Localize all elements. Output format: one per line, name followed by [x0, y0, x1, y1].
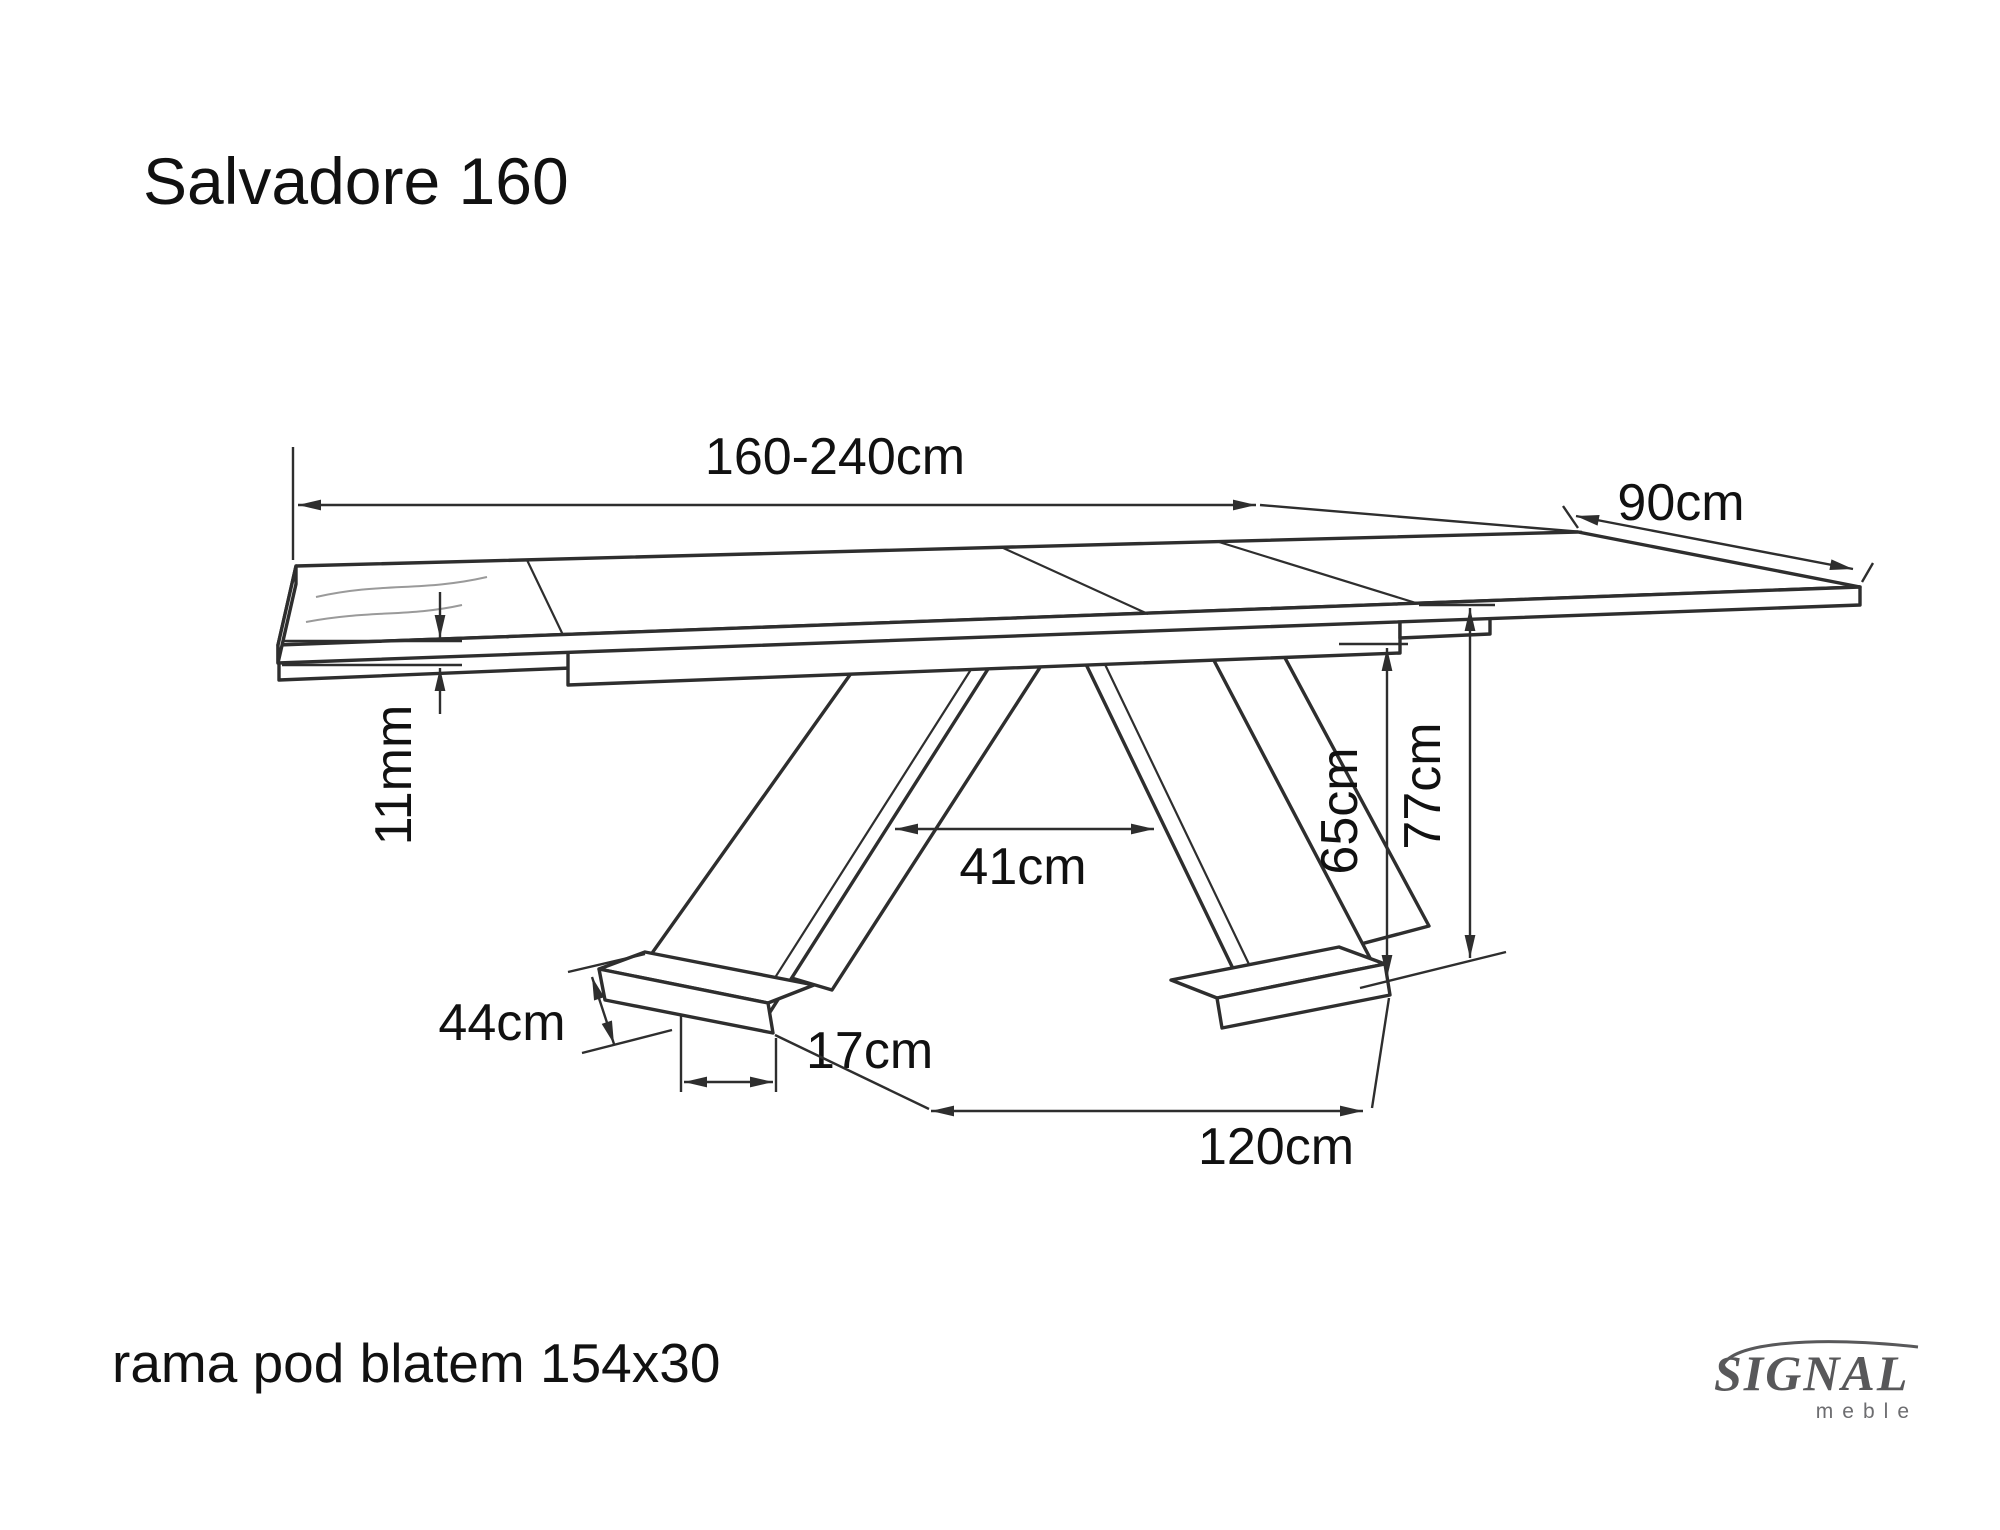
marble-vein-1 [315, 576, 488, 598]
dim-total-height: 77cm [1359, 603, 1507, 990]
marble-vein-2 [305, 604, 463, 623]
dim-underframe-height-label: 65cm [1311, 747, 1369, 874]
brand-logo: SIGNAL meble [1714, 1340, 1919, 1423]
dim-foot-width-label: 17cm [806, 1022, 933, 1080]
extension-line [1359, 950, 1507, 990]
dim-legs-gap-label: 41cm [959, 838, 1086, 896]
underframe-note: rama pod blatem 154x30 [112, 1332, 720, 1394]
dimension-line [1575, 514, 1854, 571]
dim-top-thickness: 11mm [282, 592, 462, 845]
dim-base-span: 120cm [774, 997, 1391, 1176]
tabletop-seam-left [526, 559, 564, 636]
dim-length-label: 160-240cm [705, 428, 965, 486]
extension-line [1562, 505, 1579, 529]
extension-line [581, 1028, 673, 1055]
logo-brand-text: SIGNAL [1714, 1345, 1909, 1401]
dim-total-height-label: 77cm [1394, 722, 1452, 849]
dim-foot-length: 44cm [438, 952, 673, 1055]
extension-line [567, 952, 646, 974]
dim-width-label: 90cm [1617, 474, 1744, 532]
dim-length: 160-240cm [291, 428, 1583, 560]
dim-legs-gap: 41cm [895, 823, 1154, 896]
dim-foot-length-label: 44cm [438, 994, 565, 1052]
table-drawing [276, 530, 1862, 1035]
dim-foot-width: 17cm [679, 1016, 933, 1092]
dim-base-span-label: 120cm [1198, 1118, 1354, 1176]
extension-line [1259, 503, 1583, 534]
tabletop-left-edge [276, 564, 298, 665]
right-foot-front [1215, 962, 1392, 1030]
page-title: Salvadore 160 [143, 144, 569, 218]
front-right-leg-edge [1099, 653, 1271, 1009]
extension-line [1370, 997, 1391, 1109]
logo-swoosh [1720, 1340, 1919, 1369]
tabletop-seam-center [1000, 545, 1149, 616]
dim-underframe-height: 65cm [1311, 642, 1408, 978]
dim-top-thickness-label: 11mm [365, 705, 423, 846]
extension-line [1860, 562, 1875, 583]
extension-line [774, 1033, 930, 1111]
dim-width: 90cm [1562, 474, 1875, 583]
logo-sub-text: meble [1816, 1400, 1918, 1423]
front-left-leg-edge [749, 659, 978, 1018]
tabletop-seam-right [1218, 540, 1417, 605]
dimension-line [590, 976, 616, 1045]
